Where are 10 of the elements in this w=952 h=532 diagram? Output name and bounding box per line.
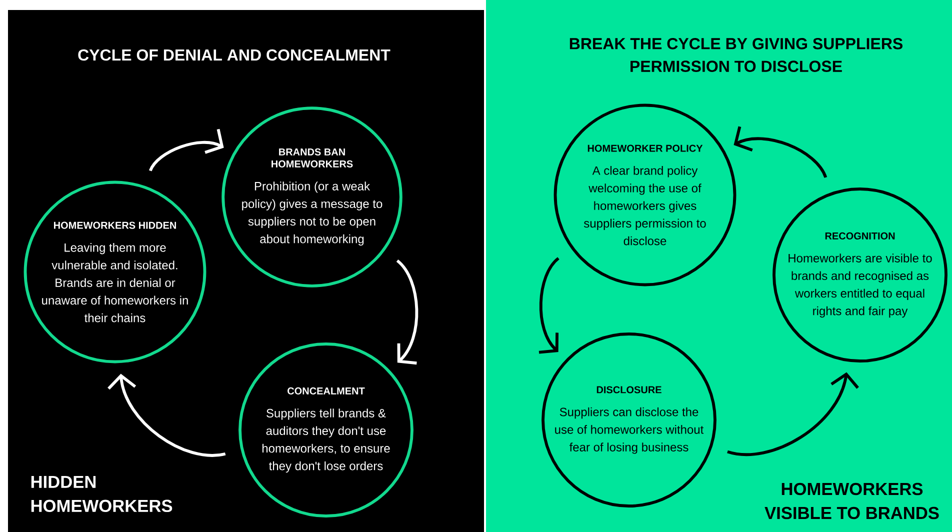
panel-title: BREAK THE CYCLE BY GIVING SUPPLIERS PERMISSION TO DISCLOSE — [570, 38, 902, 72]
curved-arrow — [396, 260, 418, 365]
panel-caption: HOMEWORKERS VISIBLE TO BRANDS — [764, 482, 939, 520]
curved-arrow — [148, 128, 224, 172]
curved-arrow — [734, 126, 828, 178]
curved-arrow — [538, 257, 560, 354]
curved-arrow — [108, 374, 226, 457]
panel-caption: HIDDEN HOMEWORKERS — [31, 476, 172, 512]
panel-title: CYCLE OF DENIAL AND CONCEALMENT — [78, 49, 390, 61]
curved-arrow — [727, 372, 859, 456]
